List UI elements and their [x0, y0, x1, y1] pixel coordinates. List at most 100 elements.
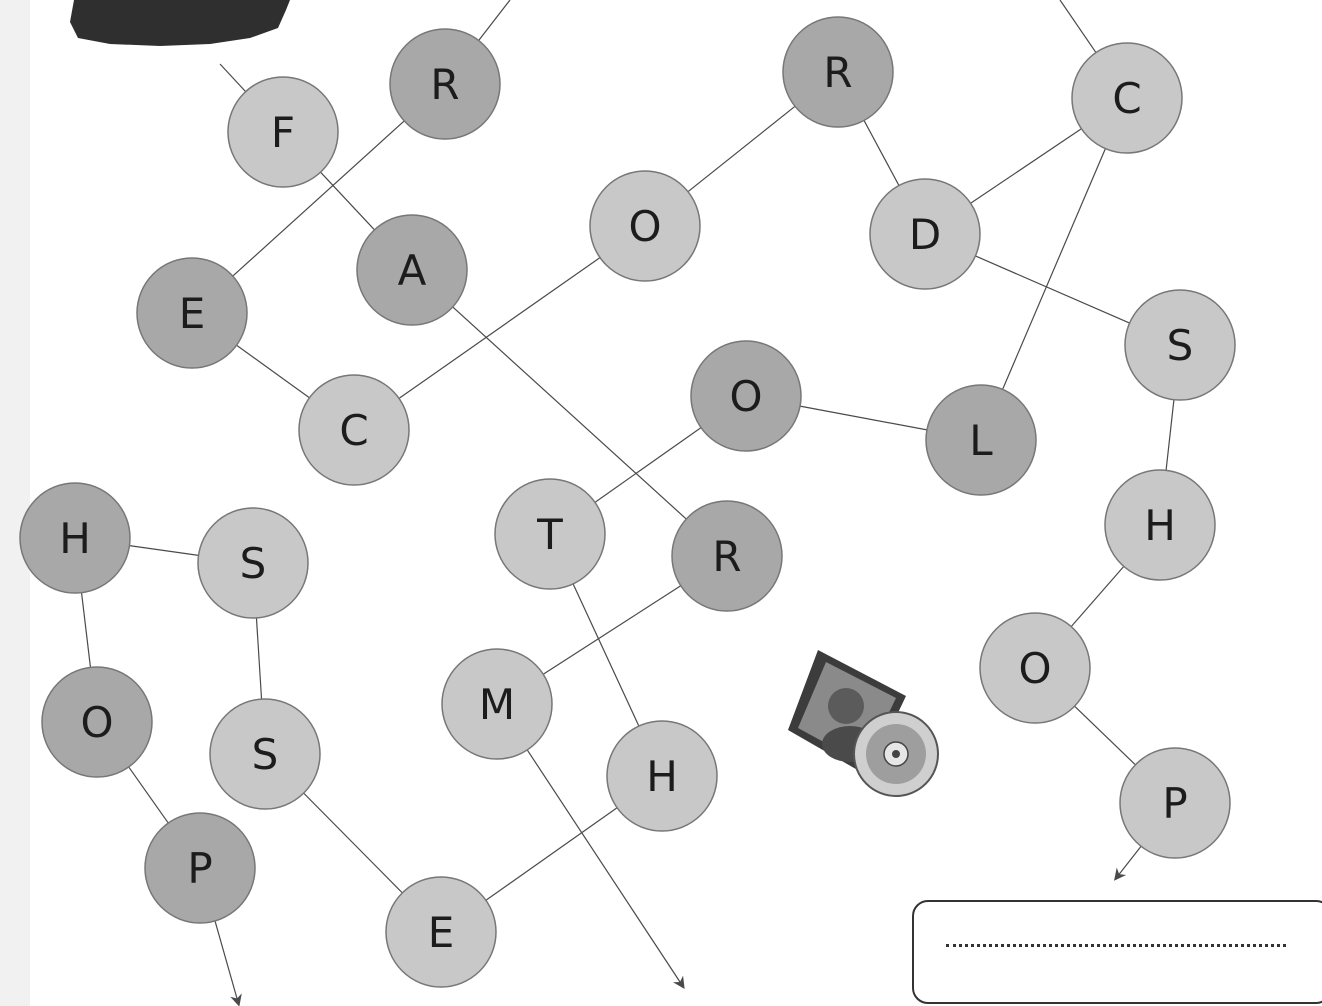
letter-circle-bubble: [209, 698, 321, 810]
connecting-line: [128, 766, 169, 824]
connecting-line: [970, 128, 1082, 204]
letter-circle[interactable]: L: [925, 384, 1037, 496]
connecting-line: [452, 306, 687, 520]
letter-circle-bubble: [1124, 289, 1236, 401]
letter-circle-label: D: [909, 210, 941, 259]
letter-circle-bubble: [869, 178, 981, 290]
connecting-line: [80, 592, 92, 668]
letter-circle-bubble: [385, 876, 497, 988]
letter-circle-bubble: [41, 666, 153, 778]
letter-circle[interactable]: S: [209, 698, 321, 810]
letter-circle-bubble: [197, 507, 309, 619]
letter-circle-bubble: [606, 720, 718, 832]
left-edge-shadow: [0, 0, 30, 1006]
connecting-line: [799, 405, 928, 431]
connecting-line: [687, 105, 796, 193]
letter-circle-bubble: [1071, 42, 1183, 154]
connecting-line: [542, 585, 682, 675]
letter-circle-label: S: [240, 539, 267, 588]
letter-circle-label: F: [271, 108, 295, 157]
letter-circle-bubble: [227, 76, 339, 188]
letter-circle-bubble: [782, 16, 894, 128]
letter-circle[interactable]: R: [782, 16, 894, 128]
exit-arrow: [214, 920, 242, 1006]
connecting-line: [594, 427, 702, 503]
letter-circle[interactable]: H: [1104, 469, 1216, 581]
letter-circle-bubble: [1104, 469, 1216, 581]
connecting-line: [129, 545, 199, 556]
letter-circle-bubble: [298, 374, 410, 486]
letter-circle[interactable]: C: [298, 374, 410, 486]
letter-circle-label: L: [969, 416, 993, 465]
letter-circle-label: R: [430, 60, 459, 109]
letter-circle[interactable]: T: [494, 478, 606, 590]
letter-circle-bubble: [19, 482, 131, 594]
letter-circle[interactable]: S: [1124, 289, 1236, 401]
letter-circle[interactable]: O: [41, 666, 153, 778]
letter-circle-label: H: [59, 514, 91, 563]
letter-circle-label: O: [1018, 644, 1051, 693]
letter-circle[interactable]: S: [197, 507, 309, 619]
letter-circle[interactable]: A: [356, 214, 468, 326]
exit-arrows: [214, 749, 1142, 1006]
letter-circle-label: H: [646, 752, 678, 801]
letter-circle-label: O: [729, 372, 762, 421]
letter-circle-bubble: [356, 214, 468, 326]
letter-circle-bubble: [690, 340, 802, 452]
letter-circle-label: S: [252, 730, 279, 779]
letter-circle[interactable]: C: [1071, 42, 1183, 154]
letter-circle-bubble: [979, 612, 1091, 724]
letter-circle-bubble: [589, 170, 701, 282]
letter-circle[interactable]: O: [690, 340, 802, 452]
letter-circle[interactable]: P: [1119, 747, 1231, 859]
letter-circle-bubble: [441, 648, 553, 760]
letter-circle[interactable]: R: [671, 500, 783, 612]
exit-arrow: [526, 749, 685, 990]
connecting-line: [485, 807, 618, 901]
answer-box[interactable]: [912, 900, 1322, 1004]
letter-circle-label: C: [1112, 74, 1141, 123]
entry-line: [1059, 0, 1097, 53]
entry-line: [478, 0, 511, 41]
connecting-line: [1165, 399, 1175, 471]
letter-circle-label: T: [536, 510, 563, 559]
letter-circle-label: S: [1167, 321, 1194, 370]
letter-circle-bubble: [671, 500, 783, 612]
connecting-line: [1074, 705, 1136, 766]
connecting-line: [863, 120, 900, 186]
letter-circle-label: H: [1144, 501, 1176, 550]
letter-circle[interactable]: P: [144, 812, 256, 924]
letter-circle[interactable]: H: [19, 482, 131, 594]
letter-circle[interactable]: R: [389, 28, 501, 140]
letter-circle[interactable]: M: [441, 648, 553, 760]
connecting-line: [1070, 566, 1125, 627]
letter-circle[interactable]: E: [136, 257, 248, 369]
letter-circle[interactable]: O: [589, 170, 701, 282]
cd-cover-with-disc-icon: [788, 650, 939, 797]
letter-circle-label: O: [80, 698, 113, 747]
letter-circle-bubble: [925, 384, 1037, 496]
painted-brush-stroke-icon: [70, 0, 290, 46]
letter-circle[interactable]: H: [606, 720, 718, 832]
connecting-line: [975, 255, 1130, 324]
letter-circle-label: P: [187, 844, 212, 893]
connecting-line: [236, 344, 310, 399]
letter-circle-label: O: [628, 202, 661, 251]
connecting-line: [572, 583, 640, 727]
entry-line: [219, 63, 247, 93]
letter-circle-bubble: [494, 478, 606, 590]
connecting-line: [398, 257, 601, 399]
letter-circle-label: A: [398, 246, 427, 295]
letter-circle[interactable]: D: [869, 178, 981, 290]
letter-circle[interactable]: O: [979, 612, 1091, 724]
connecting-line: [255, 617, 263, 700]
letter-circle-bubble: [136, 257, 248, 369]
exit-arrow: [1114, 845, 1142, 881]
letter-circle[interactable]: E: [385, 876, 497, 988]
letter-circle-bubble: [144, 812, 256, 924]
answer-writing-line[interactable]: [946, 944, 1286, 947]
letter-circle[interactable]: F: [227, 76, 339, 188]
letter-circle-bubble: [1119, 747, 1231, 859]
connecting-line: [303, 792, 403, 894]
